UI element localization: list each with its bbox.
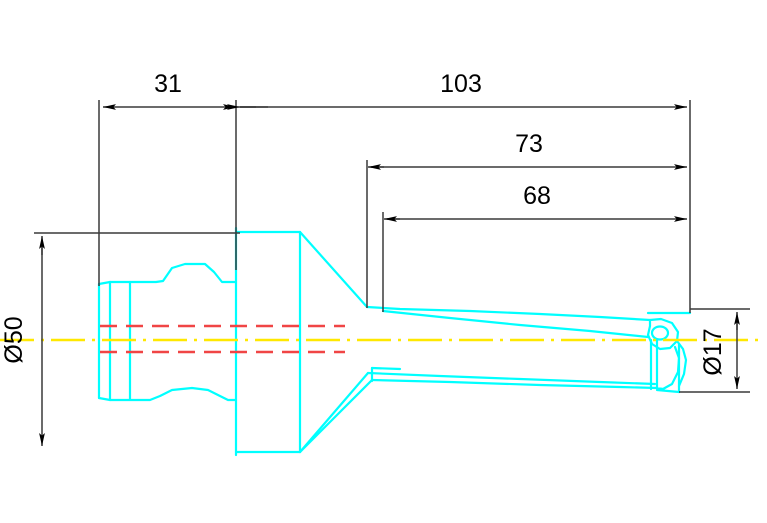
taper-bottom-flute-edge (298, 378, 374, 454)
part-geometry-group (97, 226, 692, 457)
taper-top-edge (298, 230, 369, 309)
dim-label-shank-diameter: Ø50 (0, 316, 28, 363)
dim-label-effective-length: 68 (523, 182, 551, 210)
dim-label-overall-length: 103 (440, 70, 482, 98)
dim-label-tip-diameter: Ø17 (699, 328, 727, 375)
shank-top-outline (108, 262, 238, 284)
dim-label-shank-length: 31 (154, 70, 182, 98)
tip-bottom-edge (655, 388, 681, 394)
hidden-lines-group (100, 324, 345, 354)
taper-bottom-edge (298, 371, 370, 454)
insert-screw-hole (650, 325, 670, 341)
shank-left-top-edge (97, 280, 112, 286)
body-flute-line-upper (381, 309, 650, 339)
body-top-profile (365, 305, 652, 322)
shank-left-bottom-edge (97, 396, 112, 402)
shank-bottom-outline (108, 386, 238, 402)
dimension-lines-group (34, 100, 750, 446)
body-bottom-profile (366, 371, 657, 386)
tip-nose-arc (675, 339, 688, 388)
body-step-top (370, 366, 402, 371)
dimension-text-group: 31 103 73 68 Ø50 Ø17 (0, 70, 727, 376)
insert-pocket-outline (646, 317, 680, 351)
dim-label-flute-length: 73 (515, 130, 543, 158)
body-flute-line-lower (370, 378, 659, 390)
